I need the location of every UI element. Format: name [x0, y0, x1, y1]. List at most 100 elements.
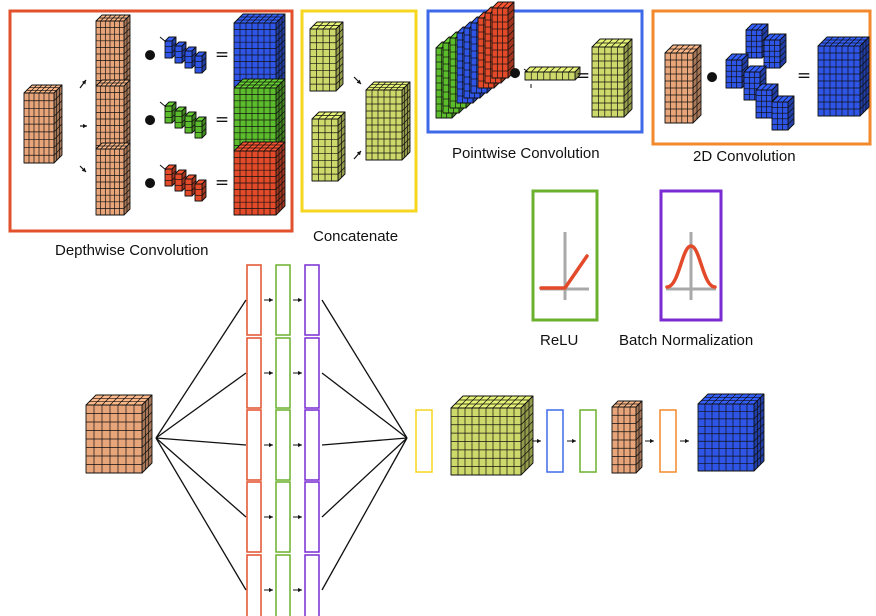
branch-arrow-1: [264, 370, 273, 376]
pipeline-arrow-4: [680, 438, 689, 444]
branch-arrow-1: [264, 587, 273, 593]
depthwise-slice-top: [95, 14, 131, 88]
depthwise-slice-mid: [95, 79, 131, 153]
conv2d-kernel-6: [771, 95, 795, 131]
depthwise-kernel-bottom-3: [184, 174, 197, 197]
conv2d-panel-frame: [651, 9, 872, 146]
pointwise-output: [591, 38, 633, 118]
branch-relu-block: [275, 481, 291, 553]
depthwise-equals-mid: =: [215, 110, 229, 130]
batchnorm-curve: [665, 244, 717, 289]
parallel-branch-1: [246, 264, 320, 336]
branch-arrow-1: [264, 297, 273, 303]
depthwise-kernel-mid-2: [174, 106, 187, 129]
branch-arrow-1: [264, 442, 273, 448]
branch-relu-block: [275, 554, 291, 616]
relu-legend-frame: [531, 189, 599, 322]
fan-out-line-3: [155, 437, 247, 446]
conv2d-label: 2D Convolution: [693, 148, 796, 165]
fan-in-line-2: [321, 372, 408, 439]
concat-arrow-bottom: [353, 150, 362, 160]
pipeline-relu-block: [579, 409, 597, 473]
pipeline-conv2d-block: [659, 409, 677, 473]
pointwise-dot: ●: [509, 66, 520, 81]
branch-arrow-2: [293, 370, 302, 376]
parallel-branch-4: [246, 481, 320, 553]
pointwise-input-layer-9: [491, 1, 515, 79]
depthwise-output-mid: [233, 78, 286, 153]
depthwise-kernel-top-3: [184, 46, 197, 69]
branch-depthwise-block: [246, 554, 262, 616]
branch-batchnorm-block: [304, 264, 320, 336]
branch-arrow-2: [293, 514, 302, 520]
parallel-branch-2: [246, 337, 320, 409]
conv2d-input-tensor: [664, 44, 702, 124]
fan-in-line-4: [321, 437, 408, 518]
fan-out-line-1: [155, 299, 247, 439]
depthwise-kernel-top-4: [194, 51, 207, 74]
branch-arrow-2: [293, 587, 302, 593]
parallel-branch-5: [246, 554, 320, 616]
branch-depthwise-block: [246, 409, 262, 481]
pipeline-arrow-3: [645, 438, 654, 444]
conv2d-dot: ●: [706, 70, 717, 85]
fan-in-line-5: [321, 437, 408, 591]
pipeline-arrow-1: [532, 438, 541, 444]
branch-batchnorm-block: [304, 337, 320, 409]
depthwise-dot-top: ●: [144, 48, 155, 63]
batchnorm-legend-frame: [659, 189, 723, 322]
relu-label: ReLU: [540, 332, 579, 349]
concat-output: [365, 81, 411, 161]
depthwise-kernel-tick-mid: [159, 101, 167, 108]
conv2d-output: [817, 36, 870, 117]
concatenate-panel-frame: [300, 9, 418, 213]
branch-arrow-2: [293, 442, 302, 448]
pointwise-kernel: [524, 66, 581, 81]
depthwise-dot-bottom: ●: [144, 176, 155, 191]
relu-curve: [539, 254, 589, 290]
pointwise-equals: =: [576, 66, 590, 86]
network-input-tensor: [85, 394, 153, 474]
depthwise-input-tensor: [23, 84, 63, 164]
branch-depthwise-block: [246, 337, 262, 409]
branch-relu-block: [275, 264, 291, 336]
depthwise-kernel-top-2: [174, 41, 187, 64]
branch-batchnorm-block: [304, 554, 320, 616]
pipeline-concatenate-block: [415, 409, 433, 473]
depthwise-label: Depthwise Convolution: [55, 242, 209, 259]
depthwise-kernel-tick-top: [159, 36, 167, 43]
fan-in-line-1: [321, 299, 408, 439]
branch-relu-block: [275, 409, 291, 481]
depthwise-equals-top: =: [215, 45, 229, 65]
conv2d-kernel-2: [763, 33, 787, 69]
branch-arrow-1: [264, 514, 273, 520]
depthwise-panel-frame: [8, 9, 294, 233]
depthwise-split-arrow-mid: [80, 123, 87, 129]
concat-input-top: [309, 21, 344, 92]
branch-depthwise-block: [246, 481, 262, 553]
fan-out-line-5: [155, 437, 247, 591]
branch-depthwise-block: [246, 264, 262, 336]
depthwise-kernel-mid-4: [194, 116, 207, 139]
depthwise-equals-bottom: =: [215, 173, 229, 193]
concat-arrow-top: [353, 76, 362, 85]
batchnorm-label: Batch Normalization: [619, 332, 754, 349]
depthwise-dot-mid: ●: [144, 113, 155, 128]
parallel-branch-3: [246, 409, 320, 481]
depthwise-kernel-bottom-1: [164, 164, 177, 187]
pointwise-kernel-tick-top: [523, 68, 529, 73]
depthwise-kernel-bottom-2: [174, 169, 187, 192]
depthwise-split-arrow-bottom: [79, 165, 87, 173]
conv2d-equals: =: [797, 66, 811, 86]
depthwise-output-top: [233, 13, 286, 88]
fan-out-line-2: [155, 372, 247, 439]
branch-relu-block: [275, 337, 291, 409]
concat-input-bottom: [311, 111, 346, 182]
depthwise-kernel-mid-1: [164, 101, 177, 124]
pipeline-pointwise-block: [546, 409, 564, 473]
pointwise-panel-frame: [426, 9, 644, 134]
pipeline-pointwise-output: [611, 400, 643, 474]
pointwise-label: Pointwise Convolution: [452, 145, 600, 162]
branch-batchnorm-block: [304, 409, 320, 481]
